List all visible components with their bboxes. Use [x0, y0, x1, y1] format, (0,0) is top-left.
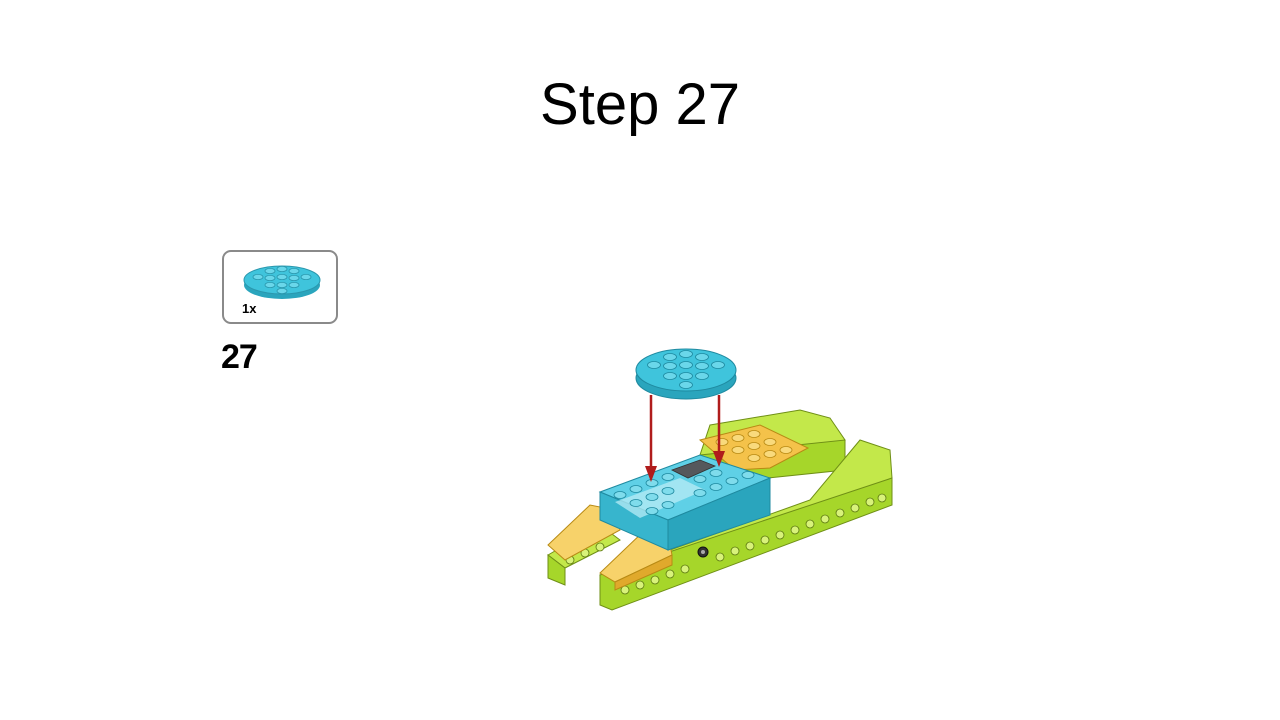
round-plate-piece: [635, 348, 737, 400]
parts-callout: 1x: [222, 250, 338, 324]
slide-title: Step 27: [540, 72, 740, 137]
part-quantity: 1x: [242, 301, 257, 316]
yellow-rear-plate: [698, 424, 810, 471]
azure-deck: [598, 454, 772, 551]
front-hull: [599, 439, 893, 611]
step-number: 27: [221, 338, 258, 376]
round-plate-icon: [243, 265, 321, 299]
placement-arrows: [645, 395, 725, 482]
